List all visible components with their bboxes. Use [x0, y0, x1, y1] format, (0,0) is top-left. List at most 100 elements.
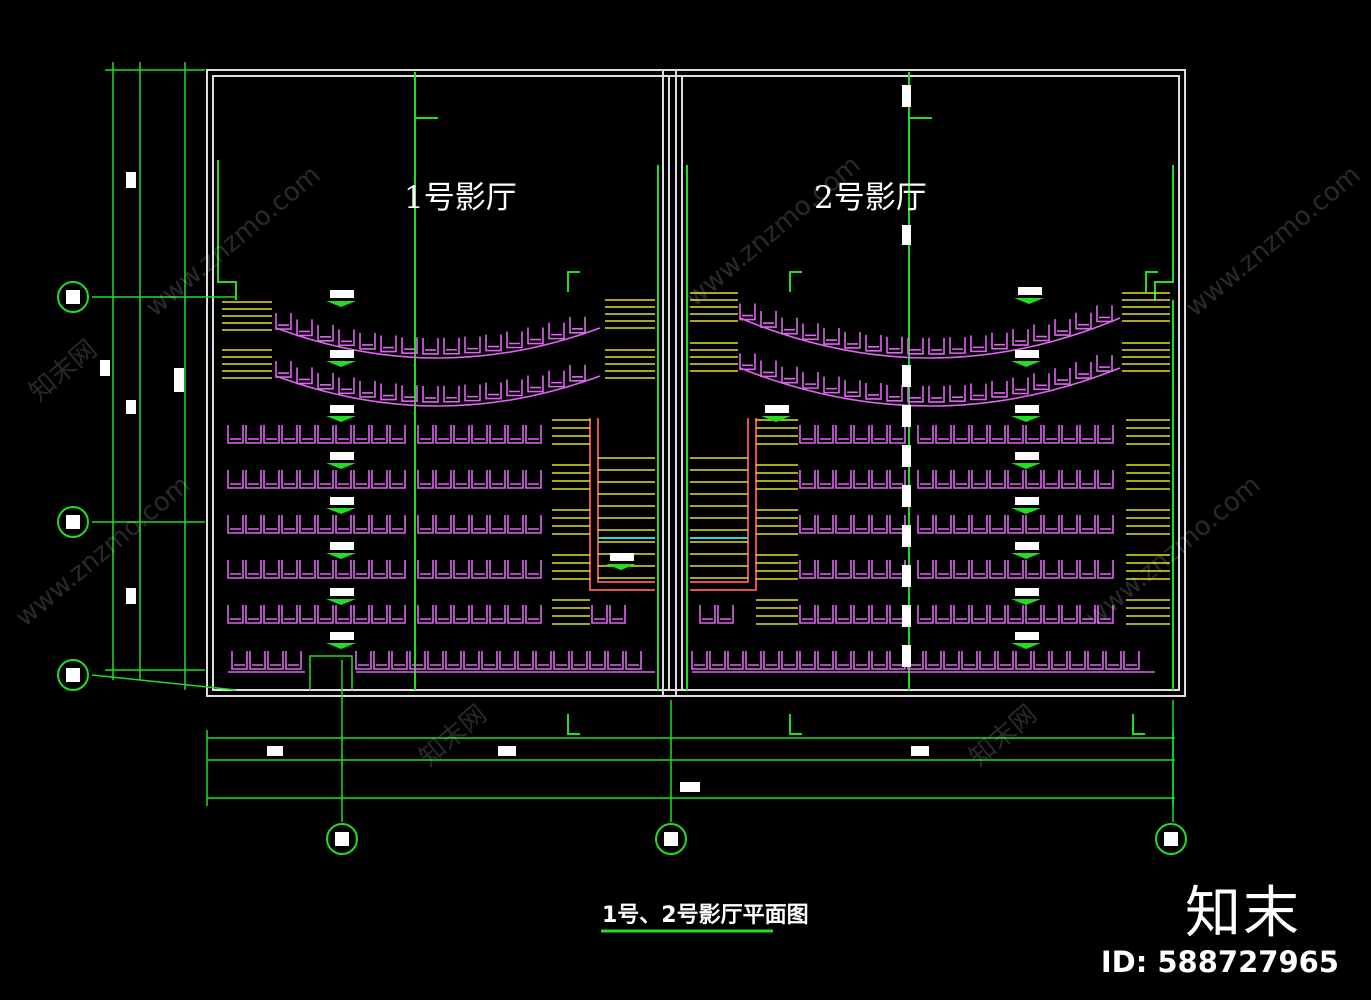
seat	[464, 384, 481, 402]
seat	[380, 335, 397, 353]
seat	[464, 336, 481, 354]
hall-2-label: 2号影厅	[814, 180, 927, 216]
arrow-icon	[1014, 298, 1044, 304]
seat	[389, 470, 406, 489]
seat	[799, 605, 816, 624]
seat	[373, 651, 390, 670]
seat	[335, 470, 352, 489]
seat	[1043, 470, 1060, 489]
seat	[507, 515, 524, 534]
dimension-tick	[902, 445, 911, 467]
seat	[281, 425, 298, 444]
seat	[353, 515, 370, 534]
arrow-icon	[326, 361, 356, 367]
seat	[275, 361, 292, 378]
seat	[949, 385, 966, 402]
seat	[299, 560, 316, 579]
seat	[1097, 515, 1114, 534]
seat	[525, 515, 542, 534]
seat	[1097, 605, 1114, 624]
section-markers	[567, 271, 1158, 735]
seat	[525, 560, 542, 579]
seat	[435, 560, 452, 579]
seat	[802, 323, 819, 341]
seat	[227, 560, 244, 579]
seat	[471, 425, 488, 444]
seat	[691, 651, 708, 670]
seat	[317, 425, 334, 444]
arrow-label	[330, 542, 354, 550]
arrow-icon	[1011, 463, 1041, 469]
seat	[1061, 515, 1078, 534]
arrow-label	[330, 497, 354, 505]
seat	[799, 560, 816, 579]
seat	[1061, 425, 1078, 444]
arrow-icon	[326, 643, 356, 649]
seat	[1007, 425, 1024, 444]
curve-front-line	[275, 327, 601, 359]
seat	[889, 425, 906, 444]
seat	[1069, 651, 1086, 670]
seat	[317, 560, 334, 579]
seat	[844, 380, 861, 398]
seat	[853, 605, 870, 624]
seat	[389, 515, 406, 534]
seat	[817, 605, 834, 624]
arrow-icon	[326, 508, 356, 514]
seat	[299, 605, 316, 624]
seat	[989, 515, 1006, 534]
arrow-icon	[761, 416, 791, 422]
seat	[263, 515, 280, 534]
seat	[823, 376, 840, 394]
seat	[417, 560, 434, 579]
dimension-tick	[902, 365, 911, 387]
seat	[435, 425, 452, 444]
arrow-icon	[326, 301, 356, 307]
seat	[835, 651, 852, 670]
seat	[1007, 605, 1024, 624]
seat	[380, 383, 397, 401]
arrow-label	[1015, 632, 1039, 640]
seat	[802, 372, 819, 389]
seat	[817, 470, 834, 489]
seat	[889, 515, 906, 534]
seat	[401, 337, 418, 355]
seat	[435, 515, 452, 534]
stair-wells	[589, 418, 757, 591]
hall-1-label: 1号影厅	[404, 180, 517, 216]
seat	[417, 425, 434, 444]
seat	[525, 605, 542, 624]
seat	[589, 651, 606, 670]
seat	[435, 470, 452, 489]
seat	[953, 425, 970, 444]
seat	[1054, 319, 1071, 336]
seat	[799, 515, 816, 534]
seat	[853, 560, 870, 579]
arrow-icon	[1011, 508, 1041, 514]
arrow-icon	[1011, 599, 1041, 605]
seat	[227, 515, 244, 534]
seat	[1051, 651, 1068, 670]
seat	[917, 425, 934, 444]
seat	[781, 651, 798, 670]
seat	[359, 332, 376, 350]
seat	[227, 470, 244, 489]
arrow-label	[330, 405, 354, 413]
seat	[507, 560, 524, 579]
seat	[548, 370, 565, 388]
inner-wall-lines	[217, 72, 1174, 690]
seat	[427, 651, 444, 670]
seat	[889, 470, 906, 489]
seat	[1097, 470, 1114, 489]
seat	[353, 425, 370, 444]
seat	[507, 605, 524, 624]
seat	[281, 515, 298, 534]
seat	[1061, 560, 1078, 579]
arrow-icon	[606, 564, 636, 570]
seat	[371, 425, 388, 444]
seat	[371, 515, 388, 534]
seat	[489, 560, 506, 579]
seat	[1033, 324, 1050, 342]
seat	[763, 651, 780, 670]
stair-treads	[598, 457, 748, 579]
